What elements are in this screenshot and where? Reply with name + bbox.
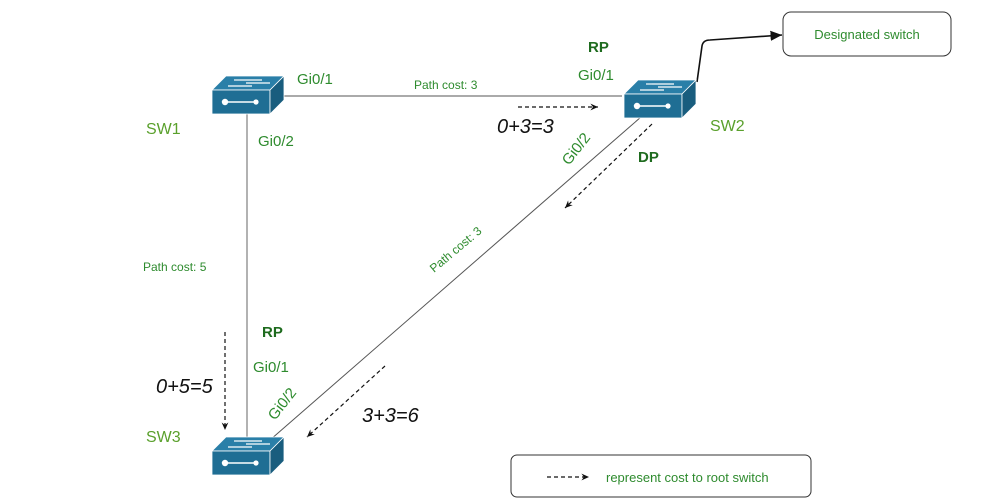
port-label-sw1-gi01: Gi0/1 [297,71,333,88]
switch-sw3[interactable] [211,436,285,476]
cost-arrow-sw2-to-sw3-upper [564,123,653,209]
switch-icon [211,75,285,115]
cost-annotation-sw3-direct: 0+5=5 [156,376,214,398]
designated-switch-callout: Designated switch [782,11,952,57]
path-cost-sw1-sw3: Path cost: 5 [143,260,207,274]
designated-switch-label: Designated switch [814,27,920,42]
legend-label: represent cost to root switch [606,470,769,485]
switch-icon [623,79,697,119]
path-cost-sw2-sw3: Path cost: 3 [427,224,485,276]
switch-name-sw1: SW1 [146,121,181,138]
switch-sw2[interactable] [623,79,697,119]
port-label-sw1-gi02: Gi0/2 [258,133,294,150]
switch-sw1[interactable] [211,75,285,115]
cost-arrow-to-sw3-via-sw2 [306,365,386,438]
port-label-sw2-gi01: Gi0/1 [578,67,614,84]
port-role-sw2-dp: DP [638,149,659,166]
path-cost-sw1-sw2: Path cost: 3 [414,78,478,92]
link-sw2-sw3 [269,116,642,441]
switch-name-sw3: SW3 [146,429,181,446]
switch-name-sw2: SW2 [710,118,745,135]
legend: represent cost to root switch [510,454,812,498]
cost-annotation-sw3-via-sw2: 3+3=6 [362,405,420,427]
port-label-sw3-gi01: Gi0/1 [253,359,289,376]
port-role-sw2-rp: RP [588,39,609,56]
port-role-sw3-rp: RP [262,324,283,341]
cost-annotation-sw2: 0+3=3 [497,116,554,138]
switch-icon [211,436,285,476]
callout-connector [696,30,783,83]
